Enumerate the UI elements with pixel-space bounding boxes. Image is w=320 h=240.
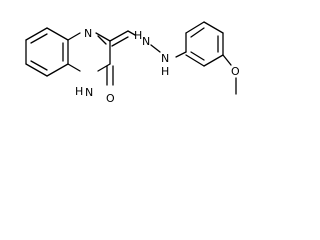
atom-h-ring-bottom: H <box>75 85 83 98</box>
atom-n-hydrazine-2: N <box>161 52 169 65</box>
atom-n-hydrazine-1: N <box>142 35 150 48</box>
atom-h-hydrazine-1: H <box>134 29 142 42</box>
carbonyl-bond <box>106 65 114 86</box>
hydrazone-chain <box>109 30 161 53</box>
pyrazinone-ring <box>67 32 111 72</box>
methoxy-group <box>222 54 237 95</box>
atom-n-ring-bottom: N <box>85 86 93 99</box>
benzene-ring-right <box>175 21 224 67</box>
atom-o-carbonyl: O <box>106 92 115 105</box>
atom-o-methoxy: O <box>231 65 240 78</box>
chemical-structure: N N H O H N N H O <box>25 21 240 105</box>
atom-h-hydrazine-2: H <box>161 65 169 78</box>
benzene-ring-left <box>25 27 69 77</box>
atom-n-ring-top: N <box>84 27 92 40</box>
